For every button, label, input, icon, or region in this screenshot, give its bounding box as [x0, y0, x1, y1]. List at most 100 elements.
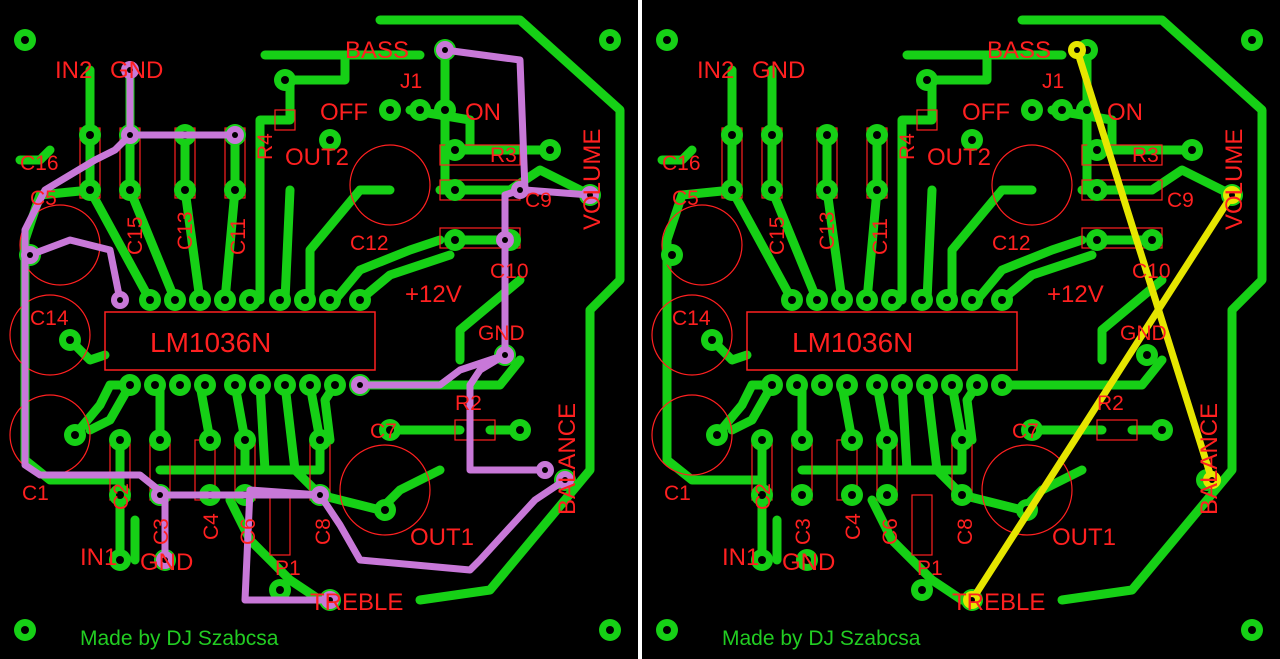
copper-trace — [15, 145, 55, 165]
label-c10: C10 — [490, 260, 529, 283]
copper-trace — [455, 275, 525, 365]
pad-hole — [116, 491, 124, 499]
jumper-wire — [466, 186, 549, 474]
pad-hole — [918, 296, 926, 304]
label-treble: TREBLE — [952, 589, 1045, 616]
label-out2: OUT2 — [285, 144, 349, 171]
pad-hole — [818, 381, 826, 389]
pad-hole — [176, 381, 184, 389]
label-c9: C9 — [525, 189, 552, 212]
pad-hole — [1248, 626, 1256, 634]
label-plus12v: +12V — [405, 281, 462, 308]
pad-hole — [668, 251, 676, 259]
copper-trace — [897, 380, 912, 475]
pad-hole — [948, 381, 956, 389]
label-out1: OUT1 — [1052, 524, 1116, 551]
credit-text: Made by DJ Szabcsa — [80, 627, 279, 650]
jumper-endpoint-hole — [127, 67, 133, 73]
pad-hole — [221, 296, 229, 304]
pad-hole — [713, 431, 721, 439]
pad-hole — [281, 381, 289, 389]
pad-hole — [276, 296, 284, 304]
label-in2: IN2 — [55, 57, 92, 84]
label-on: ON — [1107, 99, 1143, 126]
pad-hole — [898, 381, 906, 389]
pad-hole — [301, 296, 309, 304]
pad-hole — [116, 436, 124, 444]
pad-hole — [883, 491, 891, 499]
pad-hole — [823, 186, 831, 194]
capacitor-outline — [991, 144, 1073, 226]
copper-trace — [727, 380, 777, 435]
label-treble: TREBLE — [310, 589, 403, 616]
label-chip: LM1036N — [792, 327, 913, 358]
jumper-endpoint-hole — [969, 597, 975, 603]
jumper-endpoint-hole — [117, 297, 123, 303]
pad-hole — [873, 381, 881, 389]
pad-hole — [196, 296, 204, 304]
pad-hole — [758, 556, 766, 564]
pad-hole — [86, 131, 94, 139]
jumper-endpoint-hole — [162, 557, 168, 563]
pad-hole — [873, 131, 881, 139]
capacitor-outline — [651, 394, 733, 476]
pad-hole — [21, 36, 29, 44]
label-gnd_top: GND — [752, 57, 805, 84]
jumper-endpoint-hole — [502, 352, 508, 358]
pad-hole — [958, 436, 966, 444]
label-r4: R4 — [254, 133, 277, 160]
jumper-endpoint-hole — [157, 492, 163, 498]
copper-trace — [255, 55, 350, 305]
jumper-endpoint-hole — [442, 47, 448, 53]
label-c11: C11 — [869, 218, 892, 255]
credit-text: Made by DJ Szabcsa — [722, 627, 921, 650]
board-background — [0, 0, 638, 659]
label-c12: C12 — [992, 232, 1031, 255]
label-c11: C11 — [227, 218, 250, 255]
label-r2: R2 — [1097, 392, 1124, 415]
pad-hole — [768, 131, 776, 139]
pad-hole — [416, 106, 424, 114]
pad-hole — [606, 626, 614, 634]
pad-hole — [798, 491, 806, 499]
label-c1: C1 — [664, 482, 691, 505]
pad-hole — [848, 491, 856, 499]
ic-outline — [104, 311, 376, 371]
ic-outline — [746, 311, 1018, 371]
label-out2: OUT2 — [927, 144, 991, 171]
capacitor-outline — [9, 294, 91, 376]
copper-trace — [922, 185, 937, 305]
pad-hole — [306, 381, 314, 389]
jumper-wire — [441, 46, 594, 199]
label-gnd_bottom: GND — [782, 549, 835, 576]
board-divider — [638, 0, 642, 659]
pad-hole — [151, 381, 159, 389]
pad-hole — [201, 381, 209, 389]
copper-trace — [255, 380, 270, 475]
pad-hole — [863, 296, 871, 304]
label-out1: OUT1 — [410, 524, 474, 551]
pad-hole — [708, 336, 716, 344]
copper-trace — [330, 235, 445, 305]
jumper-wire — [26, 236, 124, 304]
pad-hole — [1058, 106, 1066, 114]
pad-hole — [1188, 146, 1196, 154]
pad-hole — [843, 381, 851, 389]
pad-hole — [943, 296, 951, 304]
label-c16: C16 — [662, 152, 701, 175]
capacitor-outline — [339, 444, 431, 536]
label-chip: LM1036N — [150, 327, 271, 358]
pad-hole — [256, 381, 264, 389]
copper-trace — [85, 380, 135, 435]
label-c13: C13 — [816, 211, 839, 250]
pad-hole — [546, 146, 554, 154]
component-outline — [1081, 144, 1163, 166]
label-c6: C6 — [879, 518, 902, 545]
label-c2: C2 — [752, 483, 775, 510]
pad-hole — [758, 436, 766, 444]
label-r3: R3 — [490, 144, 517, 167]
pad-hole — [126, 381, 134, 389]
pad-hole — [788, 296, 796, 304]
label-balance: BALANCE — [1196, 403, 1223, 515]
